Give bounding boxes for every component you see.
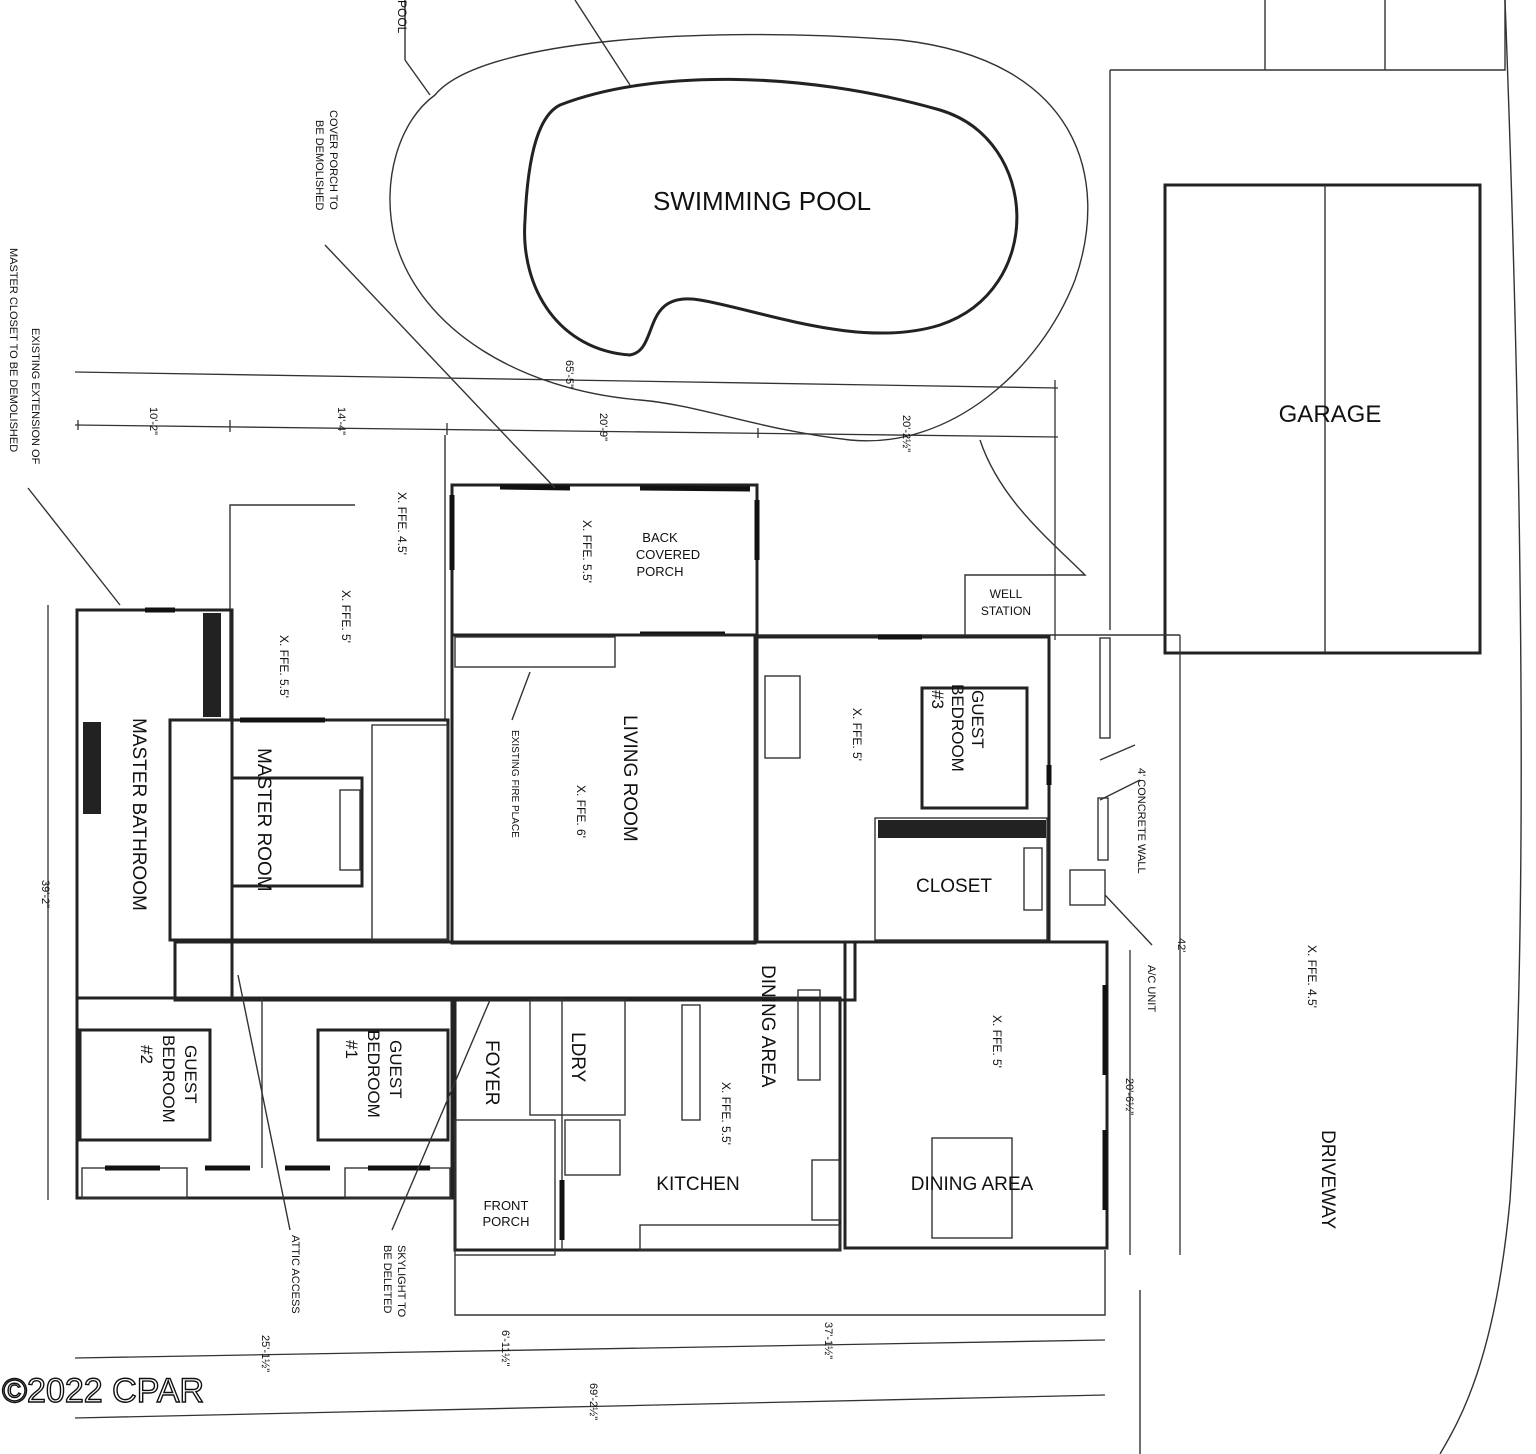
- guest-bedroom-1-label-line3: #1: [342, 1040, 361, 1059]
- elevation-ffe-5-dining: X. FFE. 5': [990, 1015, 1004, 1068]
- elevation-ffe-5-5-back-porch: X. FFE. 5.5': [580, 520, 594, 583]
- existing-fireplace-label: EXISTING FIRE PLACE: [509, 730, 520, 838]
- guest-bedroom-1-label-line1: GUEST: [386, 1040, 405, 1099]
- dimension-bottom-1: 25'-1½": [259, 1335, 271, 1372]
- dimension-bottom-3: 37'-1½": [822, 1322, 834, 1359]
- concrete-wall-label: 4' CONCRETE WALL: [1135, 768, 1147, 874]
- skylight-note-line2: BE DELETED: [381, 1245, 393, 1314]
- master-closet-note-line2: MASTER CLOSET TO BE DEMOLISHED: [7, 248, 19, 452]
- dimension-left-height: 39'-2": [39, 880, 51, 908]
- cover-porch-note-line1: COVER PORCH TO: [327, 110, 339, 210]
- attic-access-label: ATTIC ACCESS: [289, 1235, 301, 1314]
- elevation-ffe-5-left: X. FFE. 5': [339, 590, 353, 643]
- furniture: [78, 675, 1029, 1239]
- watermark: ©2022 CPAR: [2, 1372, 204, 1410]
- elevation-ffe-4-5-top: X. FFE. 4.5': [395, 492, 409, 555]
- swimming-pool-label: SWIMMING POOL: [653, 186, 871, 216]
- garage-label: GARAGE: [1279, 401, 1382, 428]
- back-porch-label-line2: COVERED: [636, 547, 700, 562]
- dimension-seg-3: 20'-9": [597, 413, 609, 441]
- front-porch-label-line1: FRONT: [484, 1198, 529, 1213]
- dining-area-1-label: DINING AREA: [757, 965, 778, 1088]
- dimension-lines: [47, 371, 1181, 1419]
- elevation-ffe-5-5-kitchen: X. FFE. 5.5': [719, 1082, 733, 1145]
- master-room-label: MASTER ROOM: [253, 748, 274, 892]
- dimension-bottom-2: 6'-11½": [499, 1330, 511, 1366]
- leader-lines: [27, 244, 1153, 1231]
- guest-bedroom-3-label-line3: #3: [928, 690, 947, 709]
- back-porch-label-line1: BACK: [642, 530, 678, 545]
- guest-bedroom-2-label-line1: GUEST: [181, 1045, 200, 1104]
- living-room-label: LIVING ROOM: [619, 715, 640, 842]
- well-station-label-line2: STATION: [981, 604, 1031, 618]
- dimension-seg-2: 14'-4": [335, 407, 347, 435]
- dining-area-2-label: DINING AREA: [911, 1174, 1034, 1195]
- house-walls: [75, 435, 1111, 1316]
- dimension-right-height: 42': [1175, 938, 1187, 952]
- front-porch-label-line2: PORCH: [483, 1214, 530, 1229]
- elevation-ffe-6-living: X. FFE. 6': [574, 785, 588, 838]
- skylight-note-line1: SKYLIGHT TO: [395, 1245, 407, 1318]
- closet-label: CLOSET: [916, 876, 992, 897]
- kitchen-label: KITCHEN: [656, 1174, 739, 1195]
- master-bathroom-label: MASTER BATHROOM: [128, 718, 149, 911]
- dimension-seg-1: 10'-2": [147, 407, 159, 435]
- pool-deck-extension: [964, 439, 1087, 635]
- guest-bedroom-1-label-line2: BEDROOM: [364, 1030, 383, 1118]
- elevation-ffe-5-5-left: X. FFE. 5.5': [277, 635, 291, 698]
- dimension-seg-4: 20'-2½": [900, 415, 912, 452]
- cover-porch-note-line2: BE DEMOLISHED: [313, 120, 325, 211]
- ac-unit-label: A/C UNIT: [1145, 965, 1157, 1012]
- elevation-ffe-4-5-driveway: X. FFE. 4.5': [1305, 945, 1319, 1008]
- foyer-label: FOYER: [481, 1040, 502, 1105]
- garage-outline: [1163, 183, 1482, 655]
- well-station-label-line1: WELL: [990, 587, 1023, 601]
- pool-note-label: POOL: [395, 0, 409, 34]
- guest-bedroom-3-label-line2: BEDROOM: [948, 684, 967, 772]
- guest-bedroom-2-label-line3: #2: [137, 1045, 156, 1064]
- dimension-bottom-overall: 69'-2½": [587, 1383, 599, 1420]
- swimming-pool-outline: [523, 77, 1019, 357]
- guest-bedroom-2-label-line2: BEDROOM: [159, 1035, 178, 1123]
- pool-deck-outline: [389, 33, 1089, 442]
- ldry-label: LDRY: [567, 1032, 588, 1083]
- back-porch-label-line3: PORCH: [637, 564, 684, 579]
- guest-bedroom-3-label-line1: GUEST: [968, 690, 987, 749]
- elevation-ffe-5-guest3: X. FFE. 5': [850, 708, 864, 761]
- dimension-right-inner: 20'-6½": [1123, 1078, 1135, 1115]
- master-closet-note-line1: EXISTING EXTENSION OF: [29, 328, 41, 465]
- driveway-label: DRIVEWAY: [1317, 1130, 1338, 1230]
- dimension-overall-top: 65'-5": [563, 360, 575, 388]
